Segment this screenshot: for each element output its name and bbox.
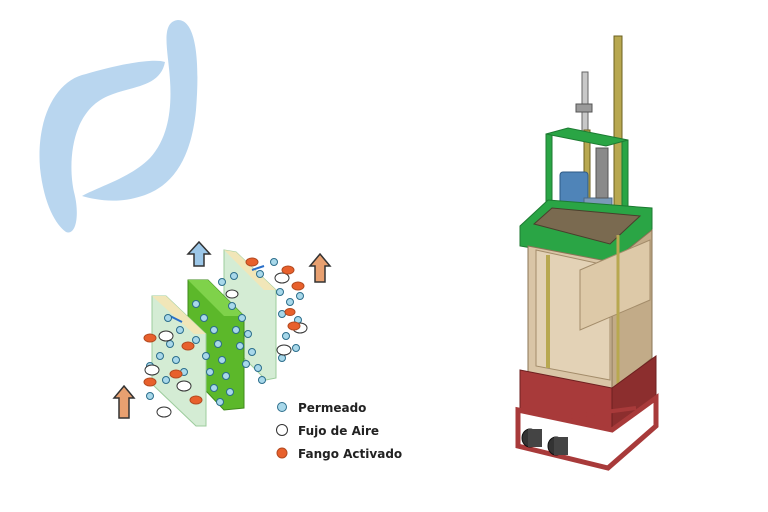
air-dot-spacer [276, 426, 286, 436]
permeate-up-arrow [186, 240, 212, 267]
sludge-dot [276, 447, 288, 459]
legend-label-permeate: Permeado [298, 400, 367, 415]
permeate-dot [277, 402, 287, 412]
reactor-illustration [515, 35, 659, 471]
legend-label-sludge: Fango Activado [298, 446, 403, 461]
sludge-up-arrow-left [112, 384, 136, 419]
flow-arrow [169, 265, 265, 323]
permeate-dot-spacer [276, 403, 286, 413]
legend: Permeado Fujo de Aire Fango Activado [276, 396, 402, 465]
legend-item-sludge: Fango Activado [276, 442, 402, 465]
particles [143, 257, 308, 418]
legend-label-air: Fujo de Aire [298, 423, 380, 438]
legend-item-permeate: Permeado [276, 396, 402, 419]
membrane-schematic [112, 240, 332, 427]
sludge-up-arrow-right [308, 252, 332, 283]
legend-markers [276, 402, 288, 459]
air-dot [276, 424, 288, 436]
legend-item-air: Fujo de Aire [276, 419, 402, 442]
sludge-dot-spacer [276, 449, 286, 459]
logo-mark [39, 20, 198, 233]
